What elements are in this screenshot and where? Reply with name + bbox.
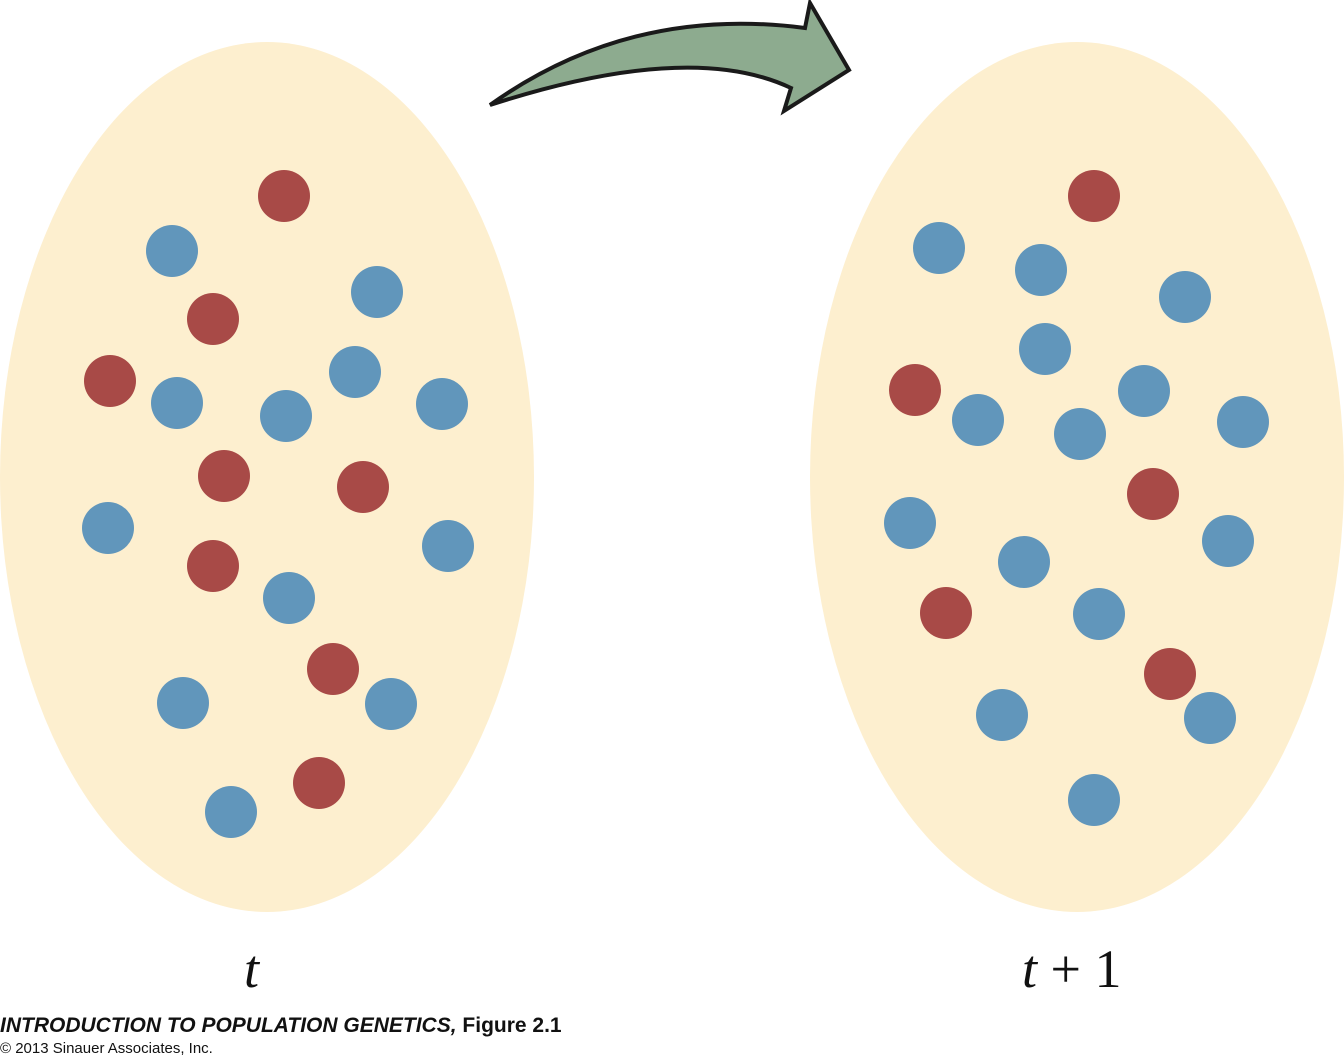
blue-allele-dot — [205, 786, 257, 838]
blue-allele-dot — [1073, 588, 1125, 640]
red-allele-dot — [337, 461, 389, 513]
copyright: © 2013 Sinauer Associates, Inc. — [0, 1040, 213, 1057]
blue-allele-dot — [1202, 515, 1254, 567]
blue-allele-dot — [422, 520, 474, 572]
blue-allele-dot — [351, 266, 403, 318]
blue-allele-dot — [1054, 408, 1106, 460]
figure-caption: INTRODUCTION TO POPULATION GENETICS, Fig… — [0, 1014, 562, 1037]
blue-allele-dot — [976, 689, 1028, 741]
population-t — [0, 42, 534, 912]
blue-allele-dot — [146, 225, 198, 277]
blue-allele-dot — [263, 572, 315, 624]
red-allele-dot — [1068, 170, 1120, 222]
red-allele-dot — [307, 643, 359, 695]
blue-allele-dot — [913, 222, 965, 274]
blue-allele-dot — [82, 502, 134, 554]
blue-allele-dot — [329, 346, 381, 398]
red-allele-dot — [920, 587, 972, 639]
blue-allele-dot — [884, 497, 936, 549]
blue-allele-dot — [998, 536, 1050, 588]
red-allele-dot — [293, 757, 345, 809]
alleles-generation-t — [82, 170, 474, 838]
red-allele-dot — [198, 450, 250, 502]
red-allele-dot — [889, 364, 941, 416]
blue-allele-dot — [1015, 244, 1067, 296]
blue-allele-dot — [1217, 396, 1269, 448]
blue-allele-dot — [1184, 692, 1236, 744]
blue-allele-dot — [365, 678, 417, 730]
blue-allele-dot — [260, 390, 312, 442]
red-allele-dot — [84, 355, 136, 407]
red-allele-dot — [1144, 648, 1196, 700]
alleles-generation-t-plus-1 — [884, 170, 1269, 826]
blue-allele-dot — [151, 377, 203, 429]
generation-arrow-icon — [488, 0, 852, 116]
blue-allele-dot — [1159, 271, 1211, 323]
blue-allele-dot — [1068, 774, 1120, 826]
blue-allele-dot — [1019, 323, 1071, 375]
red-allele-dot — [258, 170, 310, 222]
blue-allele-dot — [1118, 365, 1170, 417]
blue-allele-dot — [416, 378, 468, 430]
blue-allele-dot — [952, 394, 1004, 446]
label-generation-t: t — [244, 939, 260, 999]
red-allele-dot — [1127, 468, 1179, 520]
label-generation-t-plus-1: t + 1 — [1022, 939, 1122, 999]
red-allele-dot — [187, 293, 239, 345]
blue-allele-dot — [157, 677, 209, 729]
red-allele-dot — [187, 540, 239, 592]
